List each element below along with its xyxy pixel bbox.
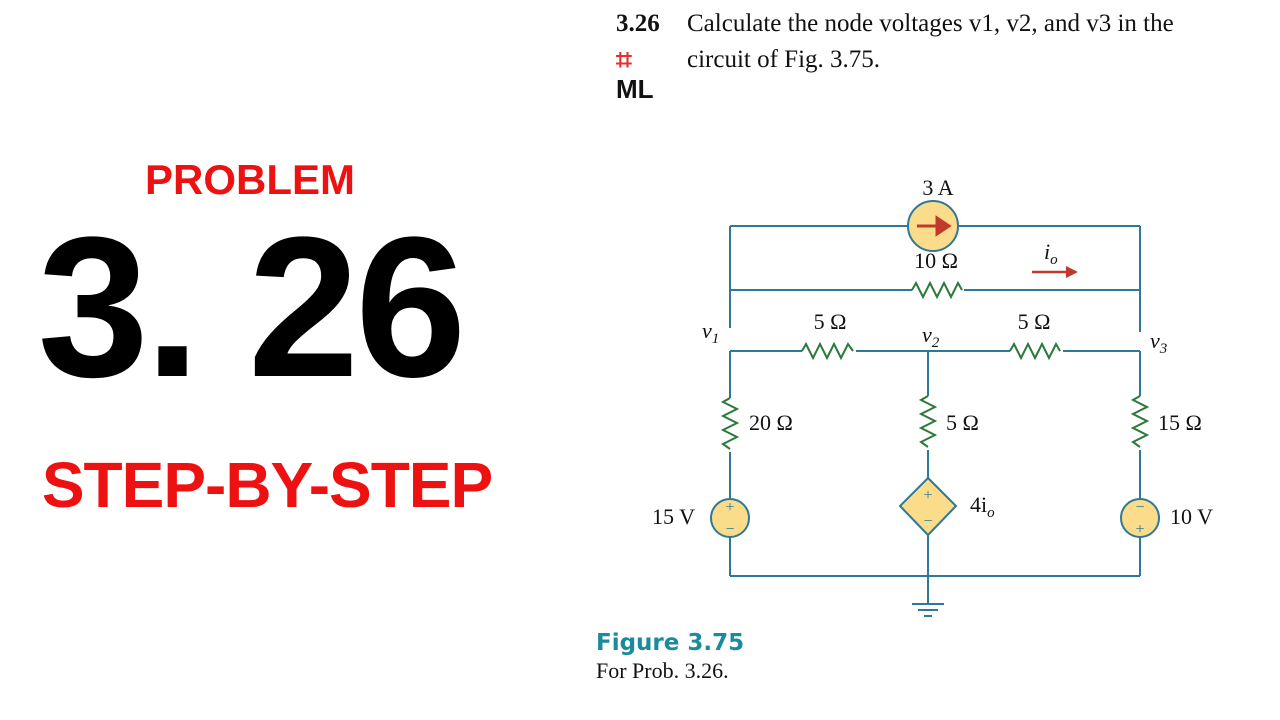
figure-caption: Figure 3.75 For Prob. 3.26. <box>596 630 744 684</box>
plus-sign-left: + <box>725 499 734 516</box>
voltage-source-10v-icon <box>1120 498 1160 538</box>
minus-sign-left: − <box>725 521 734 538</box>
resistor-15ohm <box>1130 395 1150 448</box>
problem-number: 3.26 <box>616 10 660 37</box>
step-by-step-label: STEP-BY-STEP <box>41 449 493 521</box>
label-10ohm: 10 Ω <box>914 248 958 273</box>
circuit-diagram: 3 A 10 Ω io v1 v2 v3 5 Ω 5 Ω 20 Ω 5 Ω 15… <box>652 175 1213 617</box>
label-4io: 4io <box>970 492 995 521</box>
voltage-source-15v-icon <box>710 498 750 538</box>
circuit-wires <box>729 225 1141 617</box>
ground-icon <box>912 603 944 617</box>
resistors <box>720 280 1150 450</box>
hash-icon: ⌗ <box>616 43 632 76</box>
minus-sign-right: − <box>1135 499 1144 516</box>
minus-sign-dep: − <box>923 513 932 530</box>
problem-number-large: 3. 26 <box>37 196 467 419</box>
plus-sign-right: + <box>1135 521 1144 538</box>
label-v3: v3 <box>1150 328 1167 357</box>
label-15v: 15 V <box>652 504 695 529</box>
label-v1: v1 <box>702 318 719 347</box>
label-3a: 3 A <box>922 175 953 200</box>
resistor-5ohm-right <box>1009 341 1061 361</box>
figure-subtitle: For Prob. 3.26. <box>596 658 729 683</box>
figure-title: Figure 3.75 <box>596 630 745 656</box>
problem-label: PROBLEM <box>145 156 355 203</box>
problem-text-line2: circuit of Fig. 3.75. <box>687 46 881 73</box>
label-io: io <box>1044 239 1058 268</box>
label-5ohm-right: 5 Ω <box>1018 309 1051 334</box>
resistor-20ohm <box>720 397 740 450</box>
io-arrowhead-icon <box>1066 266 1078 278</box>
circuit-labels: 3 A 10 Ω io v1 v2 v3 5 Ω 5 Ω 20 Ω 5 Ω 15… <box>652 175 1213 538</box>
label-5ohm-left: 5 Ω <box>814 309 847 334</box>
problem-text-line1: Calculate the node voltages v1, v2, and … <box>687 10 1174 37</box>
label-20ohm: 20 Ω <box>749 410 793 435</box>
title-card: PROBLEM 3. 26 STEP-BY-STEP <box>0 0 560 720</box>
label-10v: 10 V <box>1170 504 1213 529</box>
ml-badge-icon: ⌗ ML <box>616 46 672 110</box>
current-source-arrow-icon <box>917 215 952 237</box>
resistor-5ohm-left <box>801 341 854 361</box>
ml-text: ML <box>616 74 654 104</box>
dependent-source-icon <box>898 476 958 537</box>
plus-sign-dep: + <box>923 487 932 504</box>
label-15ohm: 15 Ω <box>1158 410 1202 435</box>
label-5ohm-center: 5 Ω <box>946 410 979 435</box>
resistor-5ohm-center <box>918 395 938 448</box>
label-v2: v2 <box>922 322 940 351</box>
resistor-10ohm <box>911 280 963 300</box>
